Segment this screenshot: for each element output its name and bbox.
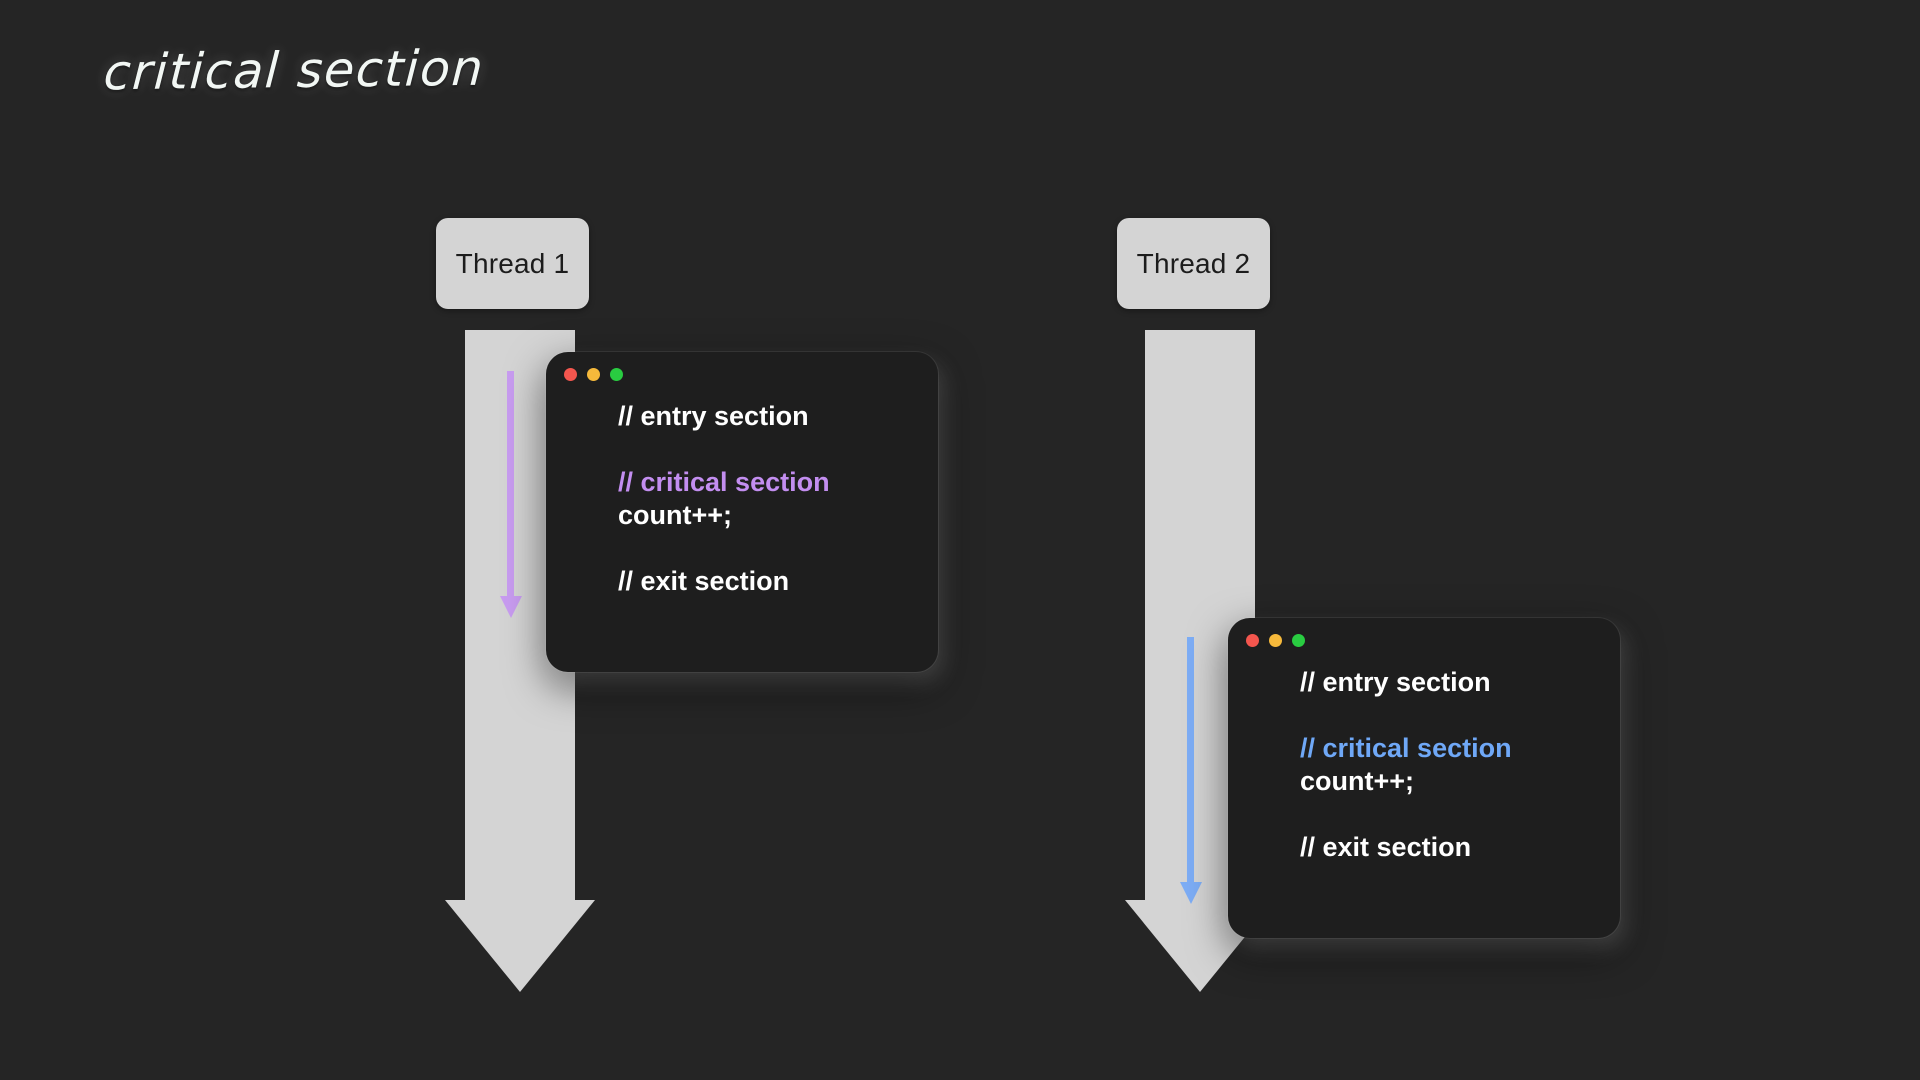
code-line-count-increment: count++; [1300, 765, 1415, 796]
thread-2-code-window[interactable]: // entry section // critical section cou… [1228, 618, 1620, 938]
maximize-green-icon[interactable] [610, 368, 623, 381]
thread-2-label: Thread 2 [1136, 247, 1251, 279]
code-line-entry-section: // entry section [1300, 667, 1491, 697]
minimize-yellow-icon[interactable] [1269, 634, 1282, 647]
thread-1-accent-line [507, 371, 514, 609]
minimize-yellow-icon[interactable] [587, 368, 600, 381]
code-line-count-increment: count++; [618, 499, 733, 530]
thread-1-accent-arrowhead [500, 596, 522, 618]
thread-2-code-body: // entry section // critical section cou… [1300, 666, 1602, 864]
thread-2-accent-line [1187, 637, 1194, 895]
thread-1-code-body: // entry section // critical section cou… [618, 400, 920, 598]
thread-1-code-window[interactable]: // entry section // critical section cou… [546, 352, 938, 672]
code-line-entry-section: // entry section [618, 401, 809, 431]
page-title: critical section [102, 39, 486, 102]
thread-2-accent-arrow [1180, 637, 1202, 917]
code-line-critical-section: // critical section [618, 466, 830, 497]
code-line-exit-section: // exit section [1300, 831, 1472, 862]
thread-1-titlebar [564, 368, 623, 381]
code-line-critical-section: // critical section [1300, 732, 1512, 763]
thread-2-accent-arrowhead [1180, 882, 1202, 904]
code-line-exit-section: // exit section [618, 565, 790, 596]
thread-1-flow-arrowhead [445, 900, 595, 992]
thread-2-label-box: Thread 2 [1117, 218, 1270, 309]
close-red-icon[interactable] [1246, 634, 1259, 647]
thread-2-titlebar [1246, 634, 1305, 647]
thread-1-label-box: Thread 1 [436, 218, 589, 309]
close-red-icon[interactable] [564, 368, 577, 381]
thread-1-accent-arrow [500, 371, 522, 631]
thread-1-label: Thread 1 [455, 247, 570, 279]
maximize-green-icon[interactable] [1292, 634, 1305, 647]
